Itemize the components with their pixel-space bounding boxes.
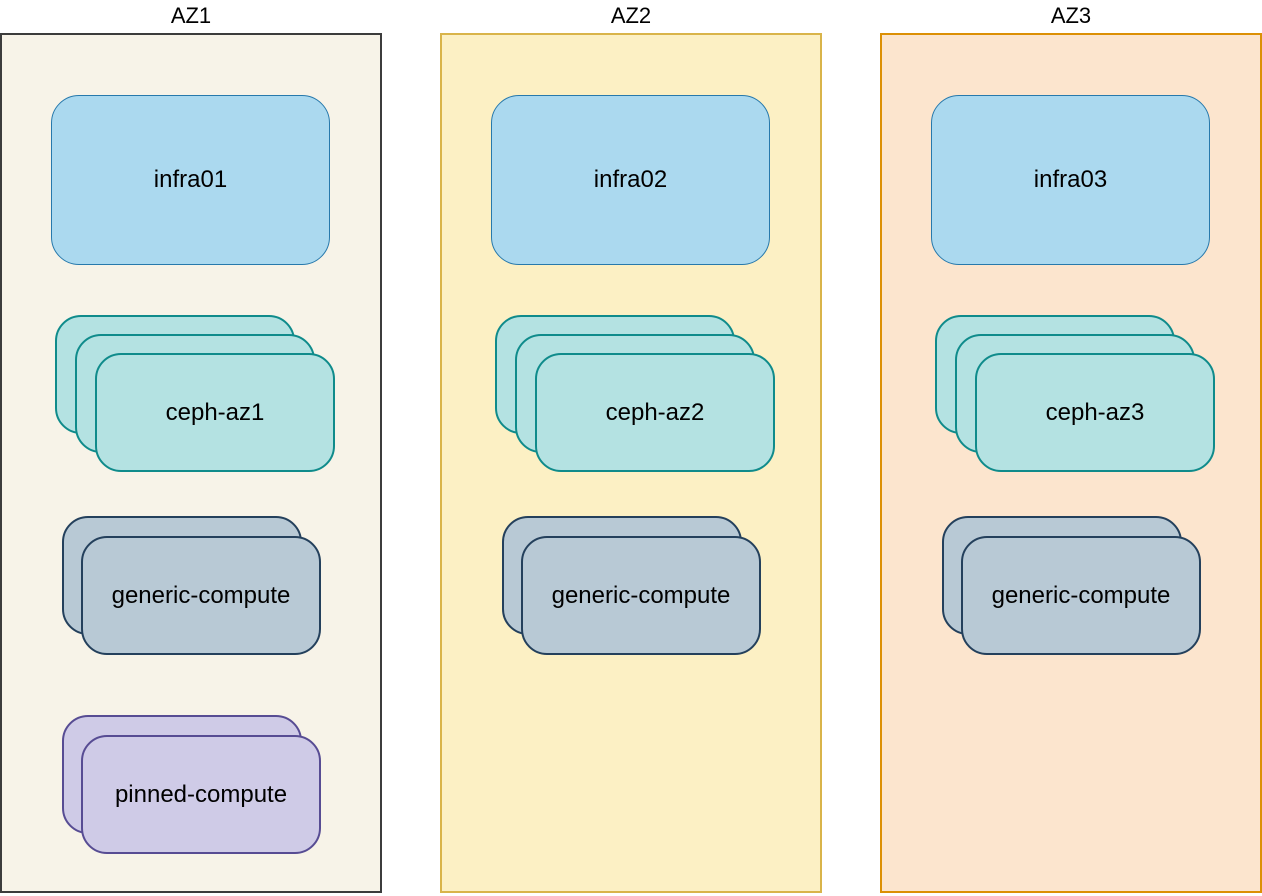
infra02-label: infra02 [593,166,668,193]
ceph-az1-label: ceph-az1 [165,398,265,426]
pinned-stack-card-front: pinned-compute [81,735,321,854]
generic-compute-stack-az3: generic-compute [942,516,1201,655]
generic-compute-label-az1: generic-compute [111,581,291,609]
az1-column: AZ1 infra01 ceph-az1 generic-compute [0,0,382,896]
az3-zone-box: infra03 ceph-az3 generic-compute [880,33,1262,893]
generic-compute-stack-az2: generic-compute [502,516,761,655]
ceph-az3-stack: ceph-az3 [935,315,1215,472]
ceph-az1-stack: ceph-az1 [55,315,335,472]
infra02-node: infra02 [491,95,770,265]
ceph-az2-stack: ceph-az2 [495,315,775,472]
generic-stack-card-front: generic-compute [81,536,321,655]
generic-compute-label-az2: generic-compute [551,581,731,609]
infra03-node: infra03 [931,95,1210,265]
pinned-compute-label-az1: pinned-compute [114,780,288,808]
az2-zone-box: infra02 ceph-az2 generic-compute [440,33,822,893]
az3-column: AZ3 infra03 ceph-az3 generic-compute [880,0,1262,896]
az1-title: AZ1 [170,3,212,28]
ceph-stack-card-front: ceph-az2 [535,353,775,472]
pinned-compute-stack-az1: pinned-compute [62,715,321,854]
az2-title: AZ2 [610,3,652,28]
generic-stack-card-front: generic-compute [961,536,1201,655]
infra01-label: infra01 [153,166,228,193]
az3-title: AZ3 [1050,3,1092,28]
infra03-label: infra03 [1033,166,1108,193]
generic-compute-stack-az1: generic-compute [62,516,321,655]
ceph-az3-label: ceph-az3 [1045,398,1145,426]
az1-zone-box: infra01 ceph-az1 generic-compute pinned-… [0,33,382,893]
generic-stack-card-front: generic-compute [521,536,761,655]
az2-column: AZ2 infra02 ceph-az2 generic-compute [440,0,822,896]
ceph-az2-label: ceph-az2 [605,398,705,426]
generic-compute-label-az3: generic-compute [991,581,1171,609]
ceph-stack-card-front: ceph-az3 [975,353,1215,472]
ceph-stack-card-front: ceph-az1 [95,353,335,472]
infra01-node: infra01 [51,95,330,265]
